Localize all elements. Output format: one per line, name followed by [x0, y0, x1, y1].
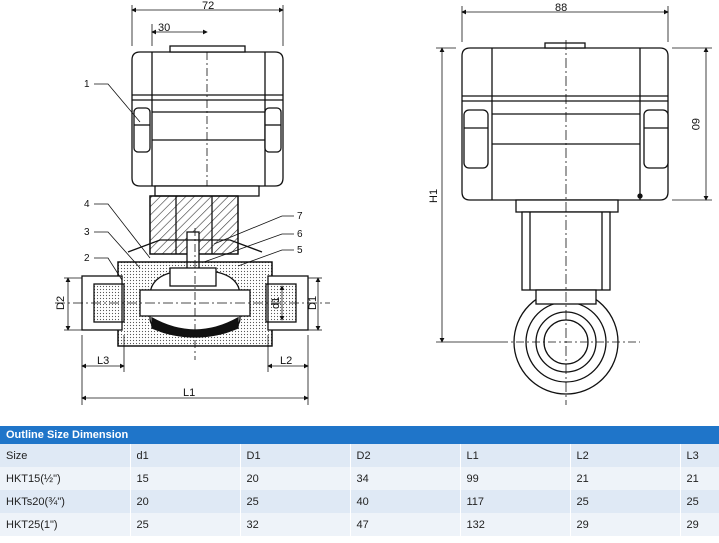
table-cell: 29 — [680, 513, 719, 536]
table-cell: 47 — [350, 513, 461, 536]
section-view — [55, 45, 330, 360]
side-clip-left-2 — [463, 109, 489, 169]
table-cell: 34 — [350, 467, 461, 490]
dim-l3: L3 — [97, 355, 109, 367]
dim-width-72: 72 — [202, 0, 214, 12]
side-clip-left — [133, 107, 151, 153]
table-cell: 20 — [130, 490, 241, 513]
callout-6: 6 — [297, 229, 303, 240]
table-title: Outline Size Dimension — [0, 426, 719, 444]
table-header-row: Size d1 D1 D2 L1 L2 L3 — [0, 444, 719, 467]
side-dimensions — [436, 6, 712, 343]
table-cell: 20 — [240, 467, 351, 490]
callout-5: 5 — [297, 245, 303, 256]
col-header: Size — [0, 444, 131, 467]
col-header: D1 — [240, 444, 351, 467]
col-header: L3 — [680, 444, 719, 467]
table-cell: HKT25(1") — [0, 513, 131, 536]
dim-h1: H1 — [428, 189, 440, 203]
dimension-table: Size d1 D1 D2 L1 L2 L3 HKT15(½") 15 20 3… — [0, 444, 719, 536]
table-cell: 117 — [460, 490, 571, 513]
callout-7: 7 — [297, 211, 303, 222]
table-cell: 40 — [350, 490, 461, 513]
table-cell: 21 — [680, 467, 719, 490]
table-cell: 32 — [240, 513, 351, 536]
table-row: HKTs20(¾") 20 25 40 117 25 25 — [0, 490, 719, 513]
table-cell: 25 — [680, 490, 719, 513]
valve-drawing: 72 30 D2 d1 D1 L3 L2 L1 1 2 3 4 5 6 7 — [55, 0, 712, 405]
dimension-table-panel: Outline Size Dimension Size d1 D1 D2 L1 … — [0, 426, 719, 536]
table-cell: 21 — [570, 467, 681, 490]
dim-l2: L2 — [280, 355, 292, 367]
table-cell: 25 — [570, 490, 681, 513]
dim-d1-outer: D1 — [307, 296, 319, 310]
table-cell: 99 — [460, 467, 571, 490]
actuator-housing — [131, 51, 284, 187]
dim-d1-inner: d1 — [270, 297, 282, 309]
table-cell: 25 — [130, 513, 241, 536]
dim-l1: L1 — [183, 387, 195, 399]
callout-1: 1 — [84, 79, 90, 90]
side-clip-right-2 — [643, 109, 669, 169]
col-header: L2 — [570, 444, 681, 467]
side-view — [461, 40, 669, 405]
table-cell: HKT15(½") — [0, 467, 131, 490]
table-cell: 132 — [460, 513, 571, 536]
side-clip-right — [264, 107, 282, 153]
dim-width-30: 30 — [158, 22, 170, 34]
table-cell: HKTs20(¾") — [0, 490, 131, 513]
table-cell: 25 — [240, 490, 351, 513]
side-actuator-housing — [461, 47, 669, 201]
section-dimensions — [64, 5, 322, 405]
callout-4: 4 — [84, 199, 90, 210]
col-header: d1 — [130, 444, 241, 467]
dim-width-88: 88 — [555, 2, 567, 14]
callout-2: 2 — [84, 253, 90, 264]
dim-d2: D2 — [55, 296, 67, 310]
col-header: D2 — [350, 444, 461, 467]
callout-3: 3 — [84, 227, 90, 238]
table-cell: 29 — [570, 513, 681, 536]
table-row: HKT25(1") 25 32 47 132 29 29 — [0, 513, 719, 536]
col-header: L1 — [460, 444, 571, 467]
table-row: HKT15(½") 15 20 34 99 21 21 — [0, 467, 719, 490]
dim-height-60: 60 — [689, 118, 701, 130]
table-cell: 15 — [130, 467, 241, 490]
